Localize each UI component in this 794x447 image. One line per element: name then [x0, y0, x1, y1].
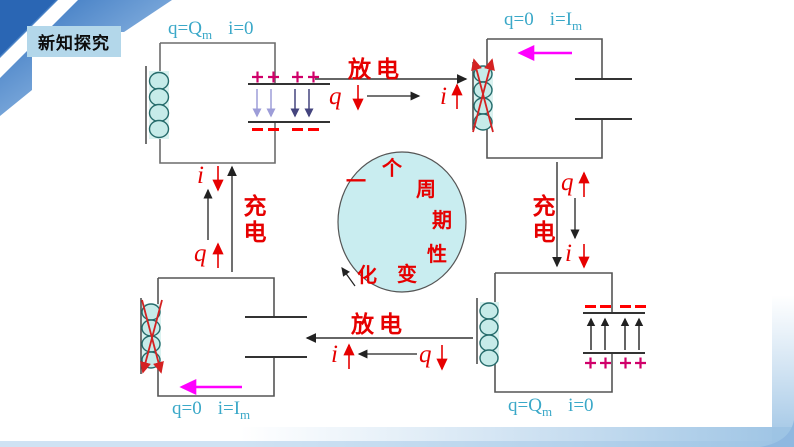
flux-cross — [471, 58, 495, 133]
transition-right — [552, 162, 590, 269]
inductor-coil — [479, 302, 499, 367]
q-state: q=Q — [168, 18, 202, 39]
transition-label-top: 放电 — [348, 57, 404, 83]
q-symbol-right: q — [561, 169, 574, 196]
transition-top — [315, 74, 468, 111]
q-sub: m — [541, 403, 553, 419]
plus-charges — [252, 71, 319, 83]
circuit-top-left — [145, 42, 330, 164]
e-field-arrows — [586, 317, 644, 350]
bottom-decoration — [0, 295, 794, 447]
q-symbol-left: q — [194, 240, 207, 267]
q-sub: m — [201, 26, 213, 42]
q-symbol-bottom: q — [419, 341, 432, 368]
cycle-char-5: 性 — [427, 242, 447, 266]
transition-left — [203, 165, 237, 272]
cycle-char-4: 期 — [432, 208, 452, 232]
i-symbol-bottom: i — [331, 341, 338, 368]
circuit-bottom-left — [140, 277, 307, 397]
q-state: q=0 — [172, 398, 202, 419]
cycle-char-7: 化 — [357, 263, 377, 287]
q-symbol-top: q — [329, 83, 342, 110]
q-state: q=Q — [508, 395, 542, 416]
circuit-bottom-right — [476, 272, 646, 393]
section-badge: 新知探究 — [27, 26, 121, 57]
i-state: i=I — [217, 398, 241, 419]
i-state: i=0 — [228, 18, 254, 39]
i-state: i=0 — [568, 395, 594, 416]
cycle-char-3: 周 — [416, 177, 436, 201]
cycle-char-1: 一 — [346, 169, 366, 193]
inductor-coil — [148, 71, 170, 139]
i-symbol-right: i — [565, 240, 572, 267]
cycle-arrow — [341, 267, 356, 287]
state-label-top-left: q=Qm i=0 — [168, 18, 254, 43]
i-symbol-top: i — [440, 83, 447, 110]
cycle-char-6: 变 — [397, 262, 417, 286]
transition-label-left: 充电 — [239, 194, 265, 246]
circuit-loop — [157, 277, 275, 397]
i-sub: m — [240, 406, 251, 422]
i-sub: m — [572, 17, 583, 33]
circuit-top-right — [471, 38, 632, 159]
state-label-top-right: q=0 i=Im — [504, 9, 582, 34]
q-state: q=0 — [504, 9, 534, 30]
state-label-bottom-right: q=Qm i=0 — [508, 395, 594, 420]
flux-cross — [140, 299, 164, 374]
circuit-loop — [494, 272, 613, 393]
circuit-loop — [486, 38, 603, 159]
plus-charges — [585, 357, 646, 369]
i-symbol-left: i — [197, 162, 204, 189]
transition-label-bottom: 放电 — [351, 312, 407, 338]
transition-label-right: 充电 — [528, 194, 554, 246]
transition-bottom — [305, 333, 473, 371]
cycle-char-2: 个 — [382, 156, 402, 180]
cycle-ellipse — [337, 151, 467, 293]
state-label-bottom-left: q=0 i=Im — [172, 398, 250, 423]
i-state: i=I — [549, 9, 573, 30]
